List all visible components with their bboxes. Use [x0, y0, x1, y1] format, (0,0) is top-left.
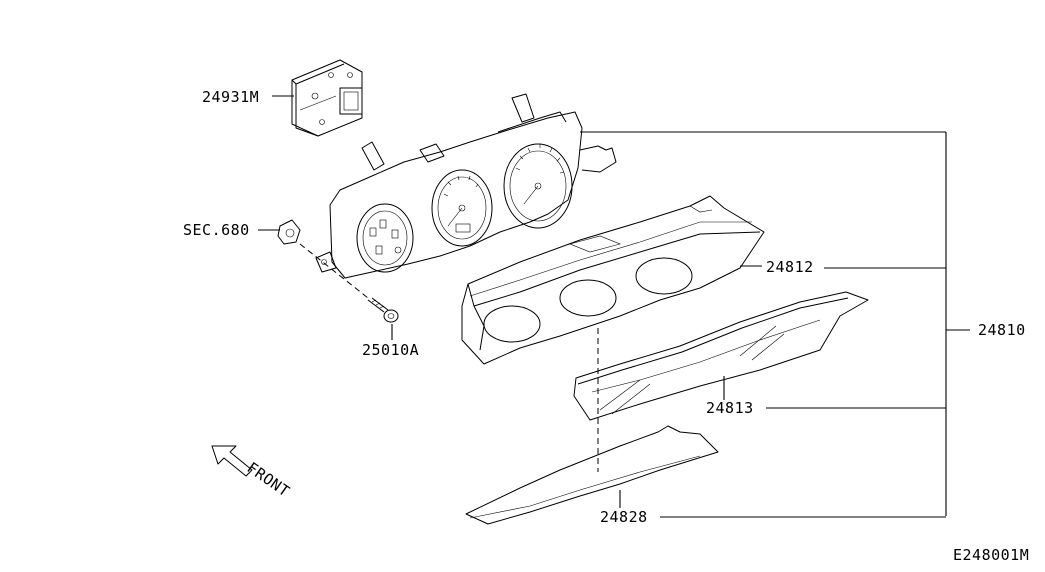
screw-25010a	[367, 297, 399, 323]
front-arrow-icon	[211, 445, 253, 477]
label-front: FRONT	[244, 459, 293, 501]
diagram-id: E248001M	[953, 546, 1029, 564]
clip-sec680	[277, 219, 301, 245]
label-24813: 24813	[706, 399, 754, 417]
label-24931m: 24931M	[202, 88, 259, 106]
label-24828: 24828	[600, 508, 648, 526]
mask-24828	[465, 425, 719, 525]
finisher-24812	[461, 195, 765, 365]
label-sec680: SEC.680	[183, 221, 250, 239]
lens-24813	[573, 291, 869, 421]
label-24812: 24812	[766, 258, 814, 276]
combination-meter	[315, 93, 617, 279]
leader-lines	[258, 95, 970, 518]
label-24810: 24810	[978, 321, 1026, 339]
module-24931m	[291, 59, 363, 137]
label-25010a: 25010A	[362, 341, 419, 359]
